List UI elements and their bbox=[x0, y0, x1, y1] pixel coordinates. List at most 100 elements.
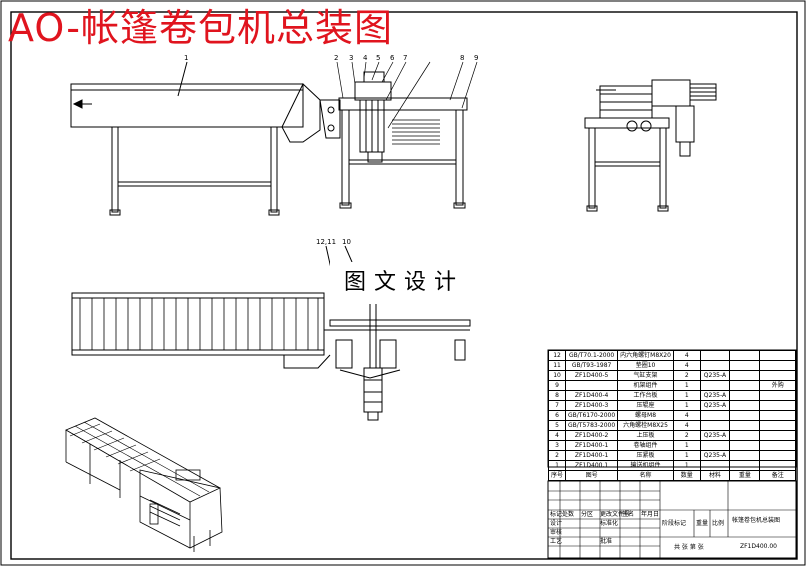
bom-cell-code: ZF1D400-5 bbox=[565, 370, 619, 381]
part-tag: 2 bbox=[334, 54, 339, 62]
part-tag: 5 bbox=[376, 54, 381, 62]
bom-header-cell: 重量 bbox=[729, 470, 761, 481]
title-block-mark: 处数 bbox=[562, 511, 575, 518]
plan-view bbox=[71, 245, 471, 421]
part-tag: 7 bbox=[403, 54, 408, 62]
title-block-mark: 分区 bbox=[581, 511, 594, 518]
bom-cell-mat: Q235-A bbox=[699, 370, 731, 381]
bom-cell-qty: 4 bbox=[672, 360, 701, 371]
bom-cell-mat: Q235-A bbox=[699, 400, 731, 411]
title-block-scale: 比例 bbox=[712, 520, 725, 527]
title-block-drawing-number: ZF1D400.00 bbox=[740, 543, 777, 550]
bom-cell-weight bbox=[729, 420, 761, 431]
bom-cell-weight bbox=[729, 400, 761, 411]
bom-cell-weight bbox=[729, 360, 761, 371]
part-tag: 8 bbox=[460, 54, 465, 62]
inner-border bbox=[10, 11, 798, 560]
bom-cell-name: 机架组件 bbox=[617, 380, 674, 391]
title-block-grid bbox=[548, 481, 796, 558]
front-view-conveyor bbox=[70, 61, 321, 216]
part-tag: 1 bbox=[184, 54, 189, 62]
title-block-mark: 更改文件号 bbox=[600, 511, 631, 518]
title-block-stage: 阶段标记 bbox=[662, 520, 687, 527]
bom-cell-no: 4 bbox=[547, 430, 567, 441]
title-block-drawing-name: 帐篷卷包机总装图 bbox=[732, 517, 781, 524]
bom-cell-mat bbox=[699, 420, 731, 431]
bom-header-cell: 备注 bbox=[759, 470, 796, 481]
bom-cell-no: 9 bbox=[547, 380, 567, 391]
bom-cell-qty: 1 bbox=[672, 400, 701, 411]
title-block-mark: 年月日 bbox=[641, 511, 660, 518]
part-tag: 3 bbox=[349, 54, 354, 62]
title-block-sheet: 共 张 第 张 bbox=[674, 544, 704, 551]
bom-cell-mat bbox=[699, 360, 731, 371]
bom-cell-weight bbox=[729, 350, 761, 361]
bom-cell-mat bbox=[699, 440, 731, 451]
bom-cell-no: 6 bbox=[547, 410, 567, 421]
drawing-title: AO-帐篷卷包机总装图 bbox=[8, 6, 394, 50]
bom-cell-mat bbox=[699, 410, 731, 421]
title-block-role: 标准化 bbox=[600, 520, 619, 527]
bom-cell-qty: 1 bbox=[672, 380, 701, 391]
bom-cell-code: ZF1D400-2 bbox=[565, 430, 619, 441]
bom-cell-qty: 4 bbox=[672, 410, 701, 421]
bom-cell-no: 12 bbox=[547, 350, 567, 361]
bom-cell-weight bbox=[729, 390, 761, 401]
part-tag: 10 bbox=[342, 238, 351, 246]
part-tag: 4 bbox=[363, 54, 368, 62]
title-block: 标记 处数 分区 更改文件号 签名 年月日 设计 标准化 审核 工艺 批准 阶段… bbox=[548, 481, 796, 558]
title-block-mark: 标记 bbox=[550, 511, 563, 518]
bom-cell-no: 1 bbox=[547, 460, 567, 471]
bom-header-cell: 数量 bbox=[672, 470, 701, 481]
bom-cell-name: 压辊座 bbox=[617, 400, 674, 411]
bom-cell-name: 六角螺栓M8X25 bbox=[617, 420, 674, 431]
bom-cell-no: 2 bbox=[547, 450, 567, 461]
title-block-role: 审核 bbox=[550, 529, 563, 536]
bom-cell-note bbox=[759, 390, 796, 401]
bom-cell-weight bbox=[729, 450, 761, 461]
bom-cell-name: 上压板 bbox=[617, 430, 674, 441]
bom-cell-mat: Q235-A bbox=[699, 390, 731, 401]
bom-cell-code: ZF1D400-1 bbox=[565, 440, 619, 451]
bom-cell-name: 内六角螺钉M8X20 bbox=[617, 350, 674, 361]
bom-cell-qty: 1 bbox=[672, 440, 701, 451]
front-view-roller-machine bbox=[319, 61, 478, 209]
bom-cell-code: ZF1D400-3 bbox=[565, 400, 619, 411]
bom-cell-qty: 1 bbox=[672, 460, 701, 471]
bom-cell-code: GB/T5783-2000 bbox=[565, 420, 619, 431]
bom-cell-code: GB/T70.1-2000 bbox=[565, 350, 619, 361]
bom-cell-mat bbox=[699, 460, 731, 471]
bom-cell-code: ZF1D400-1 bbox=[565, 450, 619, 461]
title-block-role: 批准 bbox=[600, 538, 613, 545]
bom-cell-name: 气缸支架 bbox=[617, 370, 674, 381]
bom-cell-weight bbox=[729, 460, 761, 471]
title-block-role: 工艺 bbox=[550, 538, 563, 545]
title-block-weight: 重量 bbox=[696, 520, 709, 527]
bom-cell-no: 11 bbox=[547, 360, 567, 371]
bom-cell-code: ZF1D400.1 bbox=[565, 460, 619, 471]
bom-header-cell: 材料 bbox=[699, 470, 731, 481]
title-block-mark: 签名 bbox=[622, 511, 635, 518]
bom-cell-weight bbox=[729, 440, 761, 451]
bom-header-cell: 序号 bbox=[547, 470, 567, 481]
side-view bbox=[584, 79, 717, 212]
isometric-view bbox=[65, 417, 223, 552]
bom-cell-note bbox=[759, 430, 796, 441]
bom-cell-weight bbox=[729, 380, 761, 391]
bom-header-cell: 名称 bbox=[617, 470, 674, 481]
bom-cell-name: 卷轴组件 bbox=[617, 440, 674, 451]
bom-cell-note bbox=[759, 460, 796, 471]
bom-cell-name: 螺母M8 bbox=[617, 410, 674, 421]
bom-cell-no: 3 bbox=[547, 440, 567, 451]
